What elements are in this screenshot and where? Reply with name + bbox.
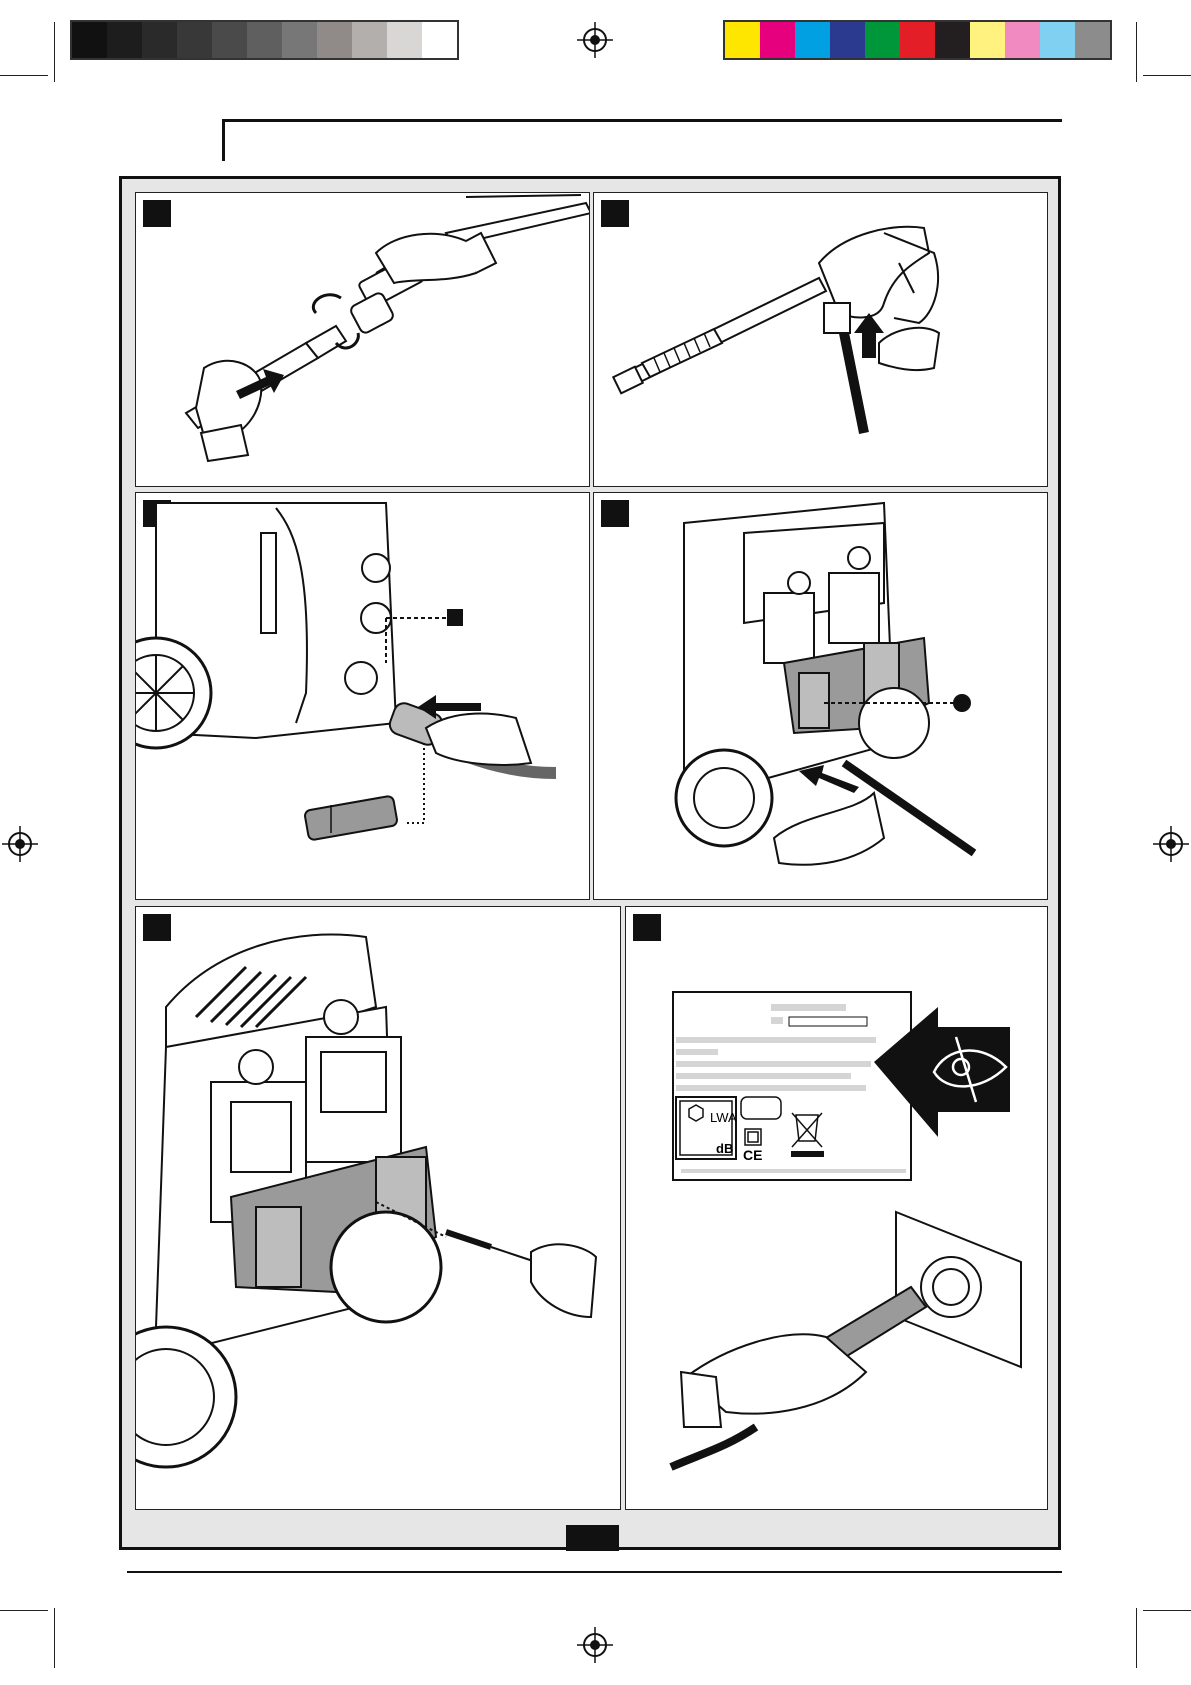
figure-panel-5 bbox=[135, 906, 621, 1510]
process-color-swatch bbox=[795, 22, 830, 58]
figure-panel-2 bbox=[593, 192, 1048, 487]
grayscale-swatch bbox=[107, 22, 142, 58]
grayscale-swatch bbox=[387, 22, 422, 58]
crop-mark bbox=[54, 1608, 55, 1668]
header-rule bbox=[222, 119, 1062, 122]
decibel-unit-label: dB bbox=[716, 1141, 733, 1156]
ce-mark: CE bbox=[743, 1147, 762, 1163]
lance-holder-illustration bbox=[594, 493, 1048, 900]
rating-plate-illustration: LWA dB CE bbox=[626, 907, 1048, 1510]
lance-assembly-illustration bbox=[136, 193, 590, 487]
header-tick bbox=[222, 119, 225, 161]
crop-mark bbox=[54, 22, 55, 82]
registration-mark-left-icon bbox=[2, 826, 38, 862]
process-color-swatch bbox=[760, 22, 795, 58]
grayscale-swatch bbox=[212, 22, 247, 58]
footer-rule bbox=[127, 1571, 1062, 1573]
gun-hose-illustration bbox=[594, 193, 1048, 487]
grayscale-swatch bbox=[317, 22, 352, 58]
grayscale-swatch bbox=[422, 22, 457, 58]
crop-mark bbox=[0, 1610, 48, 1611]
grayscale-swatch bbox=[72, 22, 107, 58]
crop-mark bbox=[1143, 75, 1191, 76]
process-color-swatch bbox=[725, 22, 760, 58]
sound-power-label: LWA bbox=[710, 1110, 737, 1125]
grayscale-swatch bbox=[352, 22, 387, 58]
process-color-bar bbox=[723, 20, 1112, 60]
holder-screw-illustration bbox=[136, 907, 621, 1510]
grayscale-swatch bbox=[142, 22, 177, 58]
process-color-swatch bbox=[1040, 22, 1075, 58]
crop-mark bbox=[0, 75, 48, 76]
registration-mark-right-icon bbox=[1153, 826, 1189, 862]
process-color-swatch bbox=[935, 22, 970, 58]
crop-mark bbox=[1136, 22, 1137, 82]
figure-panel-4 bbox=[593, 492, 1048, 900]
grayscale-bar bbox=[70, 20, 459, 60]
process-color-swatch bbox=[830, 22, 865, 58]
grayscale-swatch bbox=[177, 22, 212, 58]
process-color-swatch bbox=[865, 22, 900, 58]
page-number bbox=[566, 1525, 619, 1551]
grayscale-swatch bbox=[282, 22, 317, 58]
figure-frame: LWA dB CE bbox=[119, 176, 1061, 1550]
figure-panel-6: LWA dB CE bbox=[625, 906, 1048, 1510]
figure-panel-3 bbox=[135, 492, 590, 900]
figure-panel-1 bbox=[135, 192, 590, 487]
process-color-swatch bbox=[970, 22, 1005, 58]
crop-mark bbox=[1136, 1608, 1137, 1668]
hose-outlet-illustration bbox=[136, 493, 590, 900]
process-color-swatch bbox=[1075, 22, 1110, 58]
registration-mark-bottom-icon bbox=[577, 1627, 613, 1663]
crop-mark bbox=[1143, 1610, 1191, 1611]
grayscale-swatch bbox=[247, 22, 282, 58]
registration-mark-top-icon bbox=[577, 22, 613, 58]
process-color-swatch bbox=[1005, 22, 1040, 58]
process-color-swatch bbox=[900, 22, 935, 58]
